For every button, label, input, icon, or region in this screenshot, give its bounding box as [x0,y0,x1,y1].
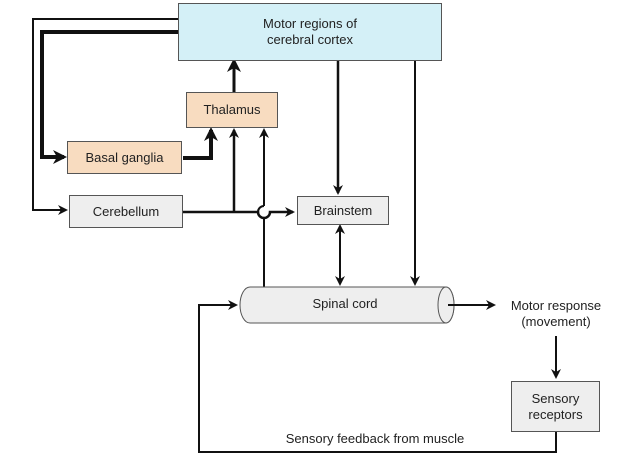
node-basal-ganglia: Basal ganglia [67,141,182,174]
spinal-cord-shape [239,286,455,324]
edge-sensory-feedback [198,300,557,453]
edge-cerebellum-brainstem [183,207,295,220]
node-motor-response: Motor response (movement) [510,298,602,329]
edge-cortex-basal-ganglia [40,30,178,164]
node-sensory-receptors: Sensory receptors [511,381,600,432]
node-cerebellum: Cerebellum [69,195,183,228]
node-cortex: Motor regions of cerebral cortex [178,3,442,61]
node-brainstem: Brainstem [297,196,389,225]
hop-arc [257,205,265,219]
edge-label-feedback: Sensory feedback from muscle [285,431,465,446]
node-spinal-cord: Spinal cord [312,296,378,311]
node-thalamus: Thalamus [186,92,278,128]
edge-cortex-cerebellum [32,18,178,215]
edge-basal-ganglia-thalamus [183,127,218,160]
